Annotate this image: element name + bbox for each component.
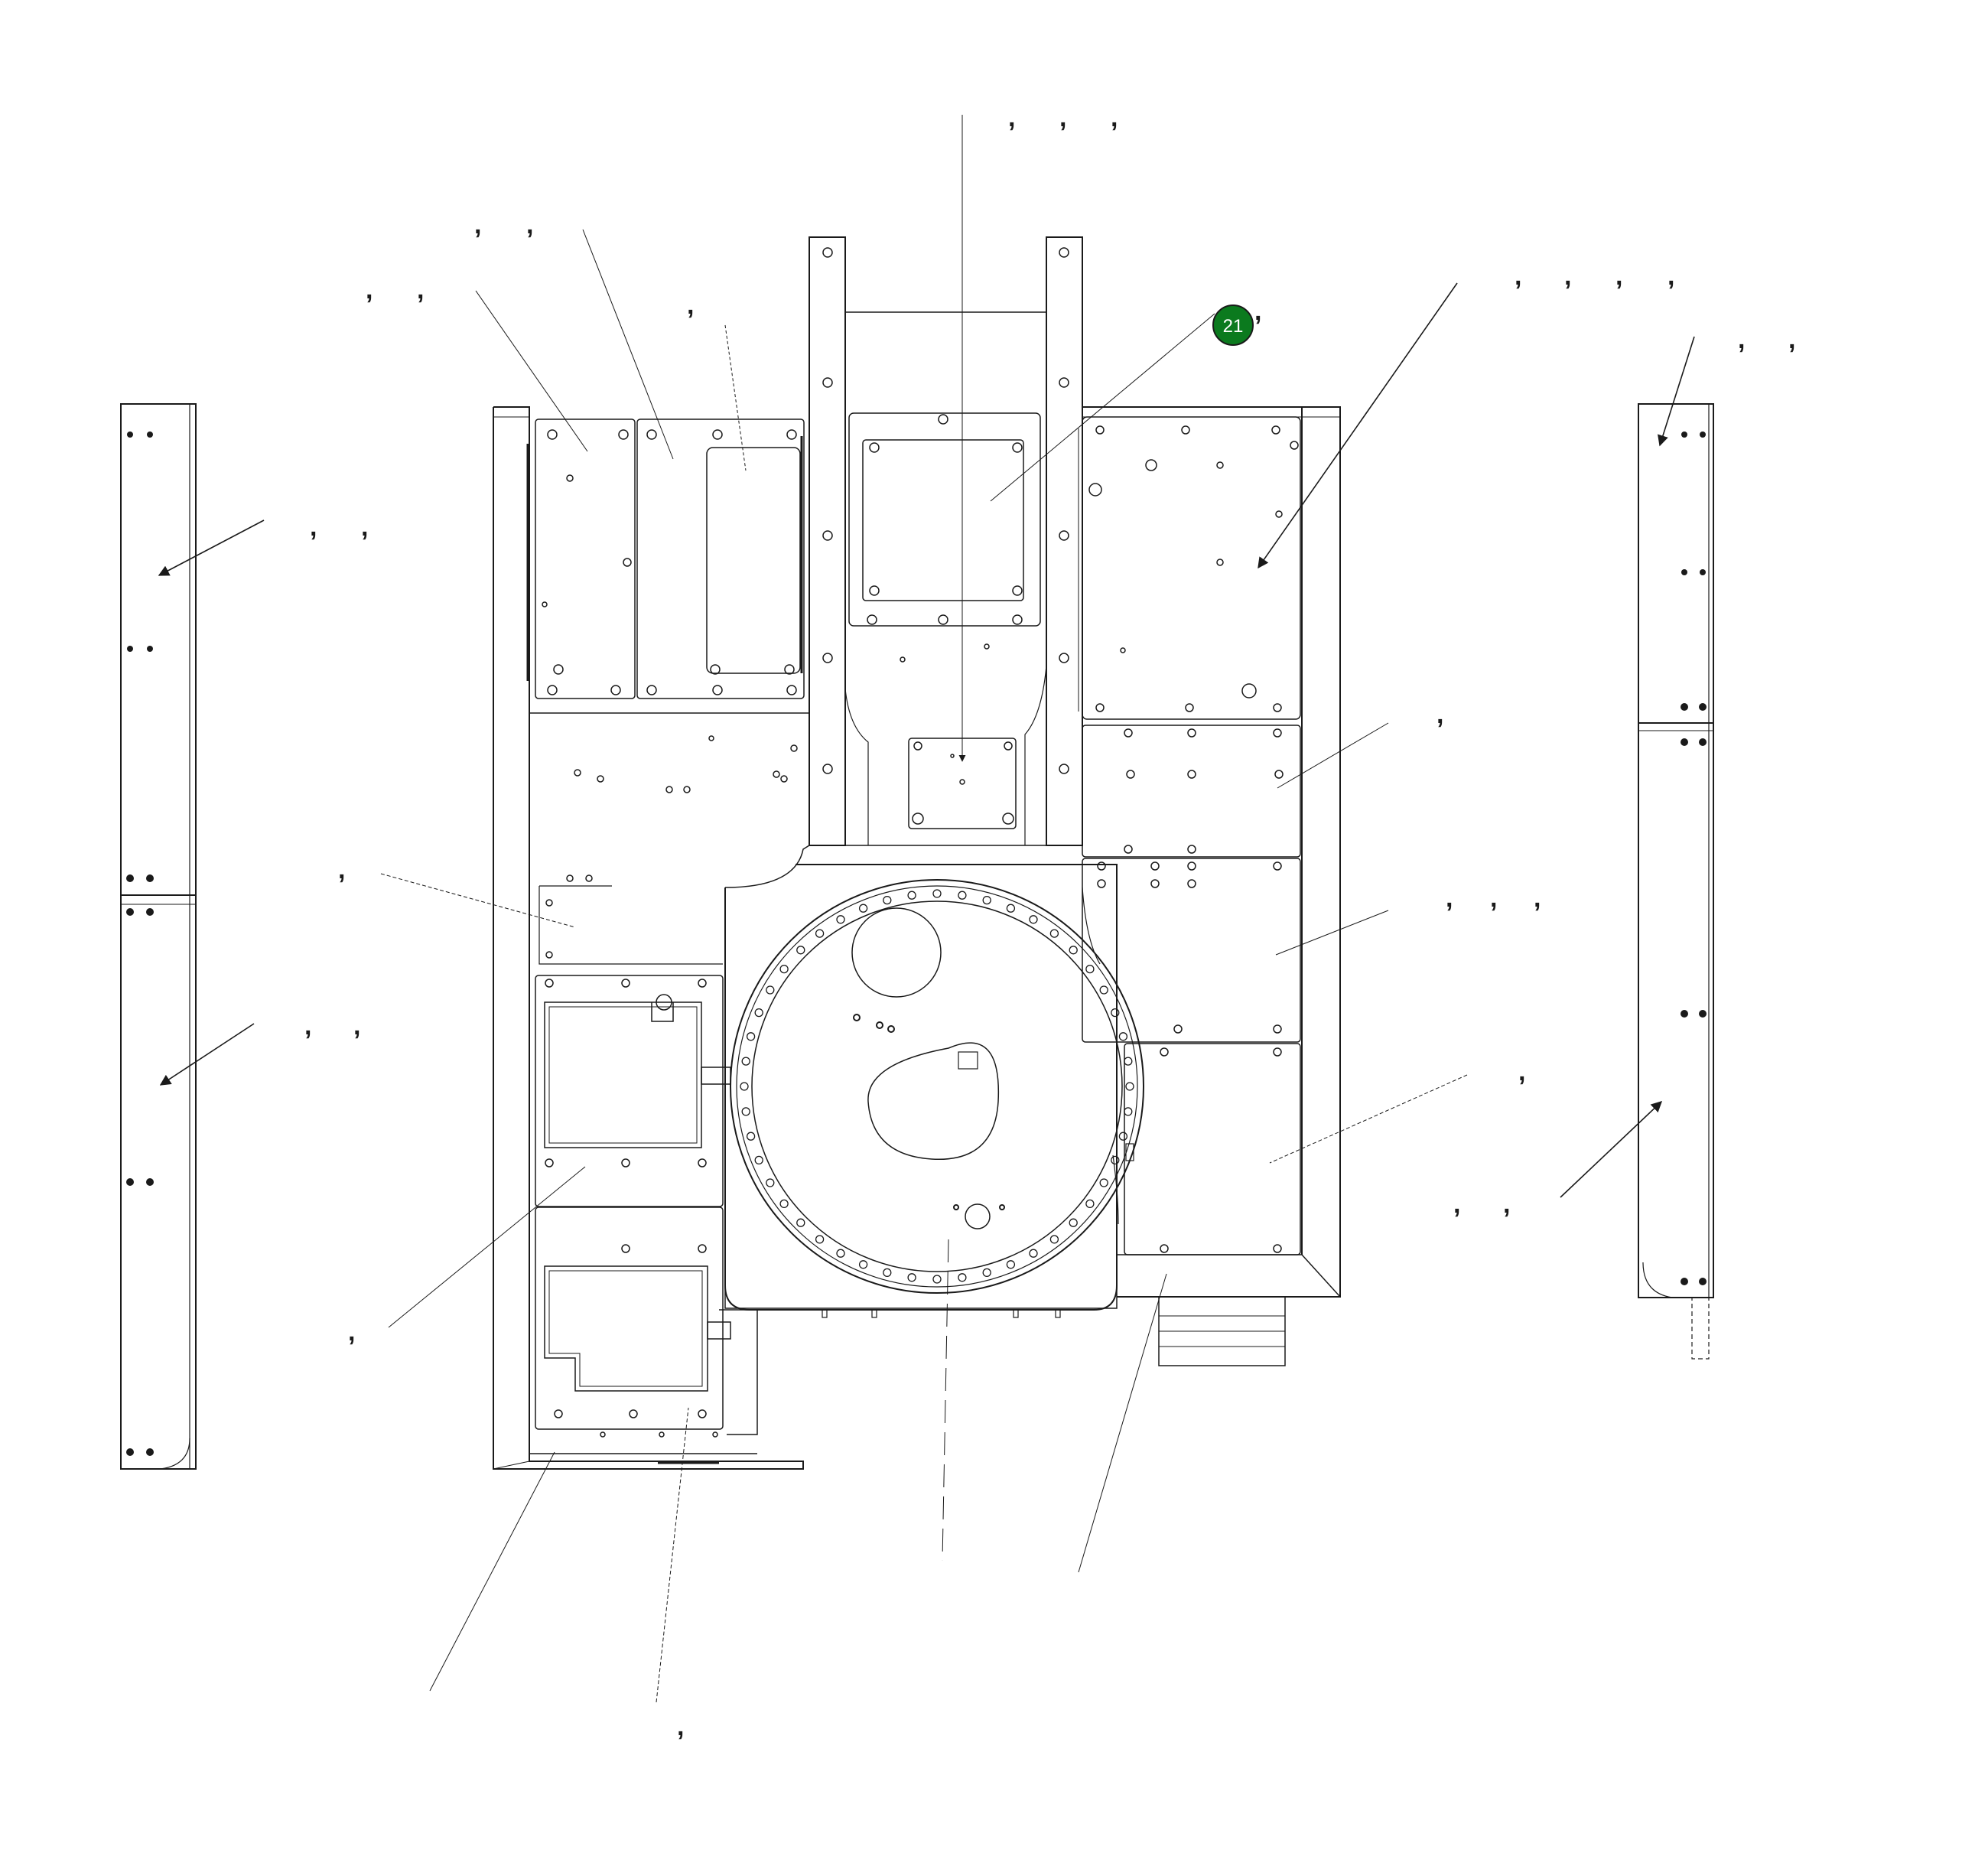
ring-bolt-hole [766,1178,775,1187]
label-mark: , [361,513,368,542]
turntable-bolt-ring [740,889,1134,1284]
label-mark: , [1111,103,1118,132]
ring-bolt-hole [754,1008,763,1018]
ring-bolt-hole [746,1132,756,1141]
ring-bolt-hole [1118,1132,1128,1141]
ring-bolt-hole [836,915,845,924]
label-mark: , [1515,262,1521,291]
ring-bolt-hole [858,904,868,913]
label-mark: , [474,210,481,239]
ring-bolt-hole [836,1249,845,1258]
bottom-left-compartments [535,975,731,1464]
ring-bolt-hole [1118,1032,1128,1041]
label-mark: , [1254,297,1261,326]
ring-bolt-hole [932,1275,942,1284]
ring-bolt-hole [932,889,942,898]
label-mark: , [1437,700,1443,729]
label-mark: , [338,855,345,884]
ring-bolt-hole [1111,1008,1120,1018]
label-mark: , [1738,325,1745,354]
ring-bolt-hole [982,1268,991,1278]
label-mark: , [1503,1190,1510,1219]
ring-bolt-hole [779,964,789,974]
ring-bolt-hole [815,1235,825,1244]
label-mark: , [304,1011,311,1040]
label-mark: , [1008,103,1015,132]
label-mark: , [1615,262,1622,291]
label-mark: , [366,275,373,304]
ring-bolt-hole [1124,1107,1133,1116]
label-mark: , [677,1712,684,1741]
ring-bolt-hole [958,1273,967,1282]
label-mark: , [1788,325,1795,354]
label-mark: , [310,513,317,542]
center-top-panel [844,412,1047,845]
ring-bolt-hole [907,1273,916,1282]
ring-bolt-hole [754,1155,763,1165]
ring-bolt-hole [1069,946,1078,955]
ring-bolt-hole [796,946,805,955]
ring-bolt-hole [883,895,892,905]
ring-bolt-hole [1029,1249,1038,1258]
label-mark: , [1446,884,1453,913]
ring-bolt-hole [746,1032,756,1041]
callout-badge-21[interactable]: 21 [1212,304,1254,346]
ring-bolt-hole [766,985,775,995]
ring-bolt-hole [741,1107,750,1116]
label-mark: , [1453,1190,1460,1219]
ring-bolt-hole [1006,1260,1016,1269]
ring-bolt-hole [1049,1235,1059,1244]
ring-bolt-hole [1085,964,1095,974]
ring-bolt-hole [1069,1218,1078,1227]
main-frame [493,236,1341,1470]
label-mark: , [1668,262,1674,291]
ring-bolt-hole [907,891,916,900]
label-mark: , [526,210,533,239]
ring-bolt-hole [982,895,991,905]
label-mark: , [1059,103,1066,132]
ring-bolt-hole [883,1268,892,1278]
ring-bolt-hole [1124,1057,1133,1066]
label-mark: , [348,1317,355,1347]
ring-bolt-hole [741,1057,750,1066]
ring-bolt-hole [1099,985,1108,995]
callout-leader-lines [158,115,1695,1703]
ring-bolt-hole [1099,1178,1108,1187]
label-mark: , [687,291,694,320]
turntable-base [724,864,1144,1318]
badge-number: 21 [1223,316,1244,337]
ring-bolt-hole [1049,929,1059,938]
ring-bolt-hole [858,1260,868,1269]
label-mark: , [1490,884,1497,913]
middle-left-plate [529,712,810,965]
top-left-panels [526,418,805,699]
callout-label-marks: ,,,,,,,,,,,,,,,,,,,,,,,,,,,,, [304,103,1795,1741]
label-mark: , [1534,884,1541,913]
ring-bolt-hole [740,1082,749,1091]
middle-right-panels [1082,725,1301,1255]
ring-bolt-hole [796,1218,805,1227]
ring-bolt-hole [1029,915,1038,924]
right-side-rail [1638,403,1714,1360]
ring-bolt-hole [1006,904,1016,913]
ring-bolt-hole [1111,1155,1120,1165]
fork-bolt-holes [822,247,1069,774]
label-mark: , [417,275,424,304]
label-mark: , [353,1011,360,1040]
ring-bolt-hole [1125,1082,1134,1091]
left-side-rail [120,403,197,1470]
label-mark: , [1518,1057,1525,1086]
badge-circle[interactable] [1212,304,1254,346]
label-mark: , [1564,262,1571,291]
ring-bolt-hole [1085,1199,1095,1209]
top-right-panel [1078,416,1301,720]
ring-bolt-hole [815,929,825,938]
ring-bolt-hole [958,891,967,900]
ring-bolt-hole [779,1199,789,1209]
